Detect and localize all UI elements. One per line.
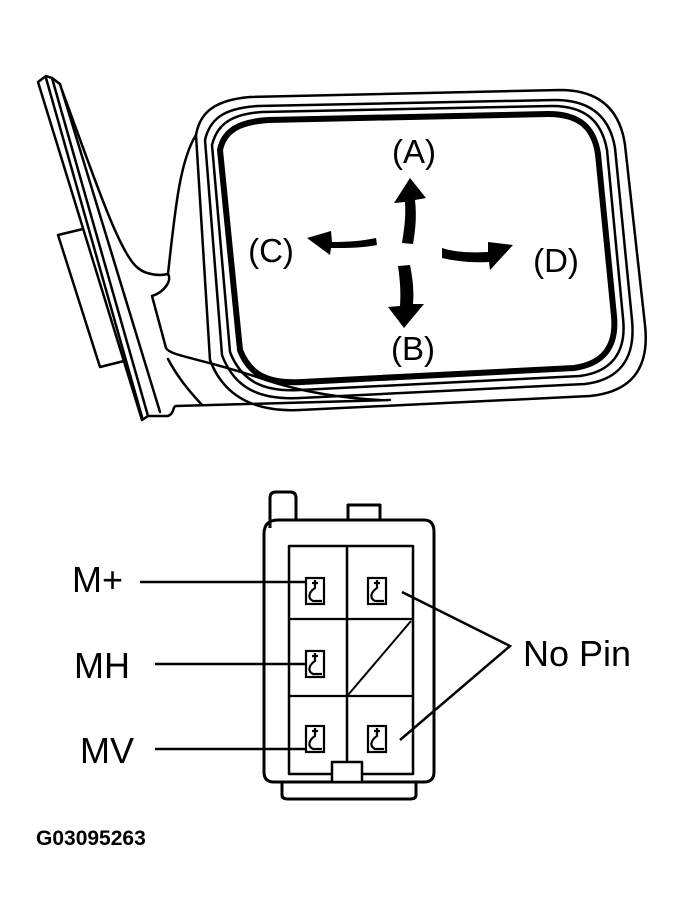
mirror-arm <box>60 88 392 418</box>
terminal-no-pin-top <box>366 576 388 606</box>
figure-id: G03095263 <box>36 827 146 850</box>
connector-top-tab <box>346 503 382 520</box>
pin-label-mh: MH <box>74 645 130 686</box>
connector-lock-tab <box>268 490 298 528</box>
connector-face <box>287 544 415 776</box>
outside-mirror <box>36 74 647 422</box>
arrow-down-icon <box>388 265 424 328</box>
pin-label-mv: MV <box>80 730 134 771</box>
terminals <box>304 576 388 754</box>
mount-strip <box>36 74 162 422</box>
leader-lines <box>140 580 513 751</box>
adjust-arrows <box>307 178 513 328</box>
pin-label-m-plus: M+ <box>72 559 123 600</box>
arrow-up-icon <box>394 178 426 244</box>
mirror-housing <box>194 88 647 412</box>
arrow-right-icon <box>442 242 513 270</box>
direction-label-d: (D) <box>533 242 579 279</box>
direction-label-c: (C) <box>248 232 294 269</box>
direction-label-a: (A) <box>392 133 436 170</box>
connector-base <box>280 782 418 801</box>
mirror-glass <box>217 111 618 386</box>
connector-key <box>330 760 364 784</box>
leader-no-pin <box>399 590 513 741</box>
no-pin-label: No Pin <box>523 633 631 674</box>
arrow-left-icon <box>307 231 377 255</box>
terminal-mv <box>304 724 326 754</box>
terminal-mh <box>304 649 326 679</box>
terminal-m-plus <box>304 576 326 606</box>
connector <box>262 490 436 801</box>
mount-gasket <box>56 227 126 369</box>
terminal-no-pin-bottom <box>366 724 388 754</box>
direction-label-b: (B) <box>391 330 435 367</box>
connector-body <box>262 518 436 784</box>
empty-cell-diagonal <box>347 620 412 696</box>
